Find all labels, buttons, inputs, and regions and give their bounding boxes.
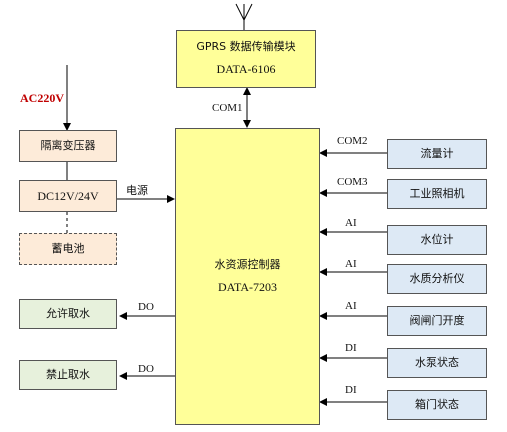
gprs-module-box: GPRS 数据传输模块 DATA-6106 <box>176 30 316 88</box>
gprs-module-name: GPRS 数据传输模块 <box>196 40 296 54</box>
input-box-pump-status: 水泵状态 <box>387 348 487 378</box>
input-name-2: 水位计 <box>420 232 454 246</box>
controller-name: 水资源控制器 <box>214 257 281 271</box>
input-name-6: 箱门状态 <box>415 397 459 411</box>
input-box-door-status: 箱门状态 <box>387 390 487 420</box>
input-name-0: 流量计 <box>420 146 454 160</box>
input-name-4: 阀闸门开度 <box>409 313 465 327</box>
power-label: 电源 <box>126 184 148 197</box>
transformer-label: 隔离变压器 <box>40 138 96 152</box>
input-name-1: 工业照相机 <box>409 186 465 200</box>
input-box-gate-opening: 阀闸门开度 <box>387 306 487 336</box>
output-box-deny: 禁止取水 <box>19 360 117 390</box>
input-port-label-4: AI <box>345 300 357 312</box>
input-port-label-2: AI <box>345 217 357 229</box>
input-name-5: 水泵状态 <box>415 355 459 369</box>
output-box-allow: 允许取水 <box>19 299 117 329</box>
input-port-label-3: AI <box>345 258 357 270</box>
input-box-water-level: 水位计 <box>387 225 487 255</box>
input-port-label-5: DI <box>345 342 357 354</box>
input-name-3: 水质分析仪 <box>409 271 465 285</box>
input-box-flowmeter: 流量计 <box>387 139 487 169</box>
input-port-label-1: COM3 <box>337 176 368 188</box>
battery-label: 蓄电池 <box>51 241 85 255</box>
dc-supply-box: DC12V/24V <box>19 180 117 212</box>
input-port-label-0: COM2 <box>337 135 368 147</box>
gprs-module-model: DATA-6106 <box>216 62 276 77</box>
input-port-label-6: DI <box>345 384 357 396</box>
ac-input-label: AC220V <box>20 91 64 105</box>
transformer-box: 隔离变压器 <box>19 130 117 162</box>
controller-box: 水资源控制器 DATA-7203 <box>175 128 320 425</box>
output-name-0: 允许取水 <box>46 306 90 320</box>
output-port-label-0: DO <box>138 301 154 313</box>
controller-model: DATA-7203 <box>217 279 278 294</box>
battery-box: 蓄电池 <box>19 233 117 265</box>
com1-label: COM1 <box>212 102 243 114</box>
antenna-icon <box>235 3 253 30</box>
input-box-water-quality: 水质分析仪 <box>387 264 487 294</box>
dc-supply-label: DC12V/24V <box>37 188 99 203</box>
input-box-camera: 工业照相机 <box>387 179 487 209</box>
output-name-1: 禁止取水 <box>46 367 90 381</box>
output-port-label-1: DO <box>138 363 154 375</box>
